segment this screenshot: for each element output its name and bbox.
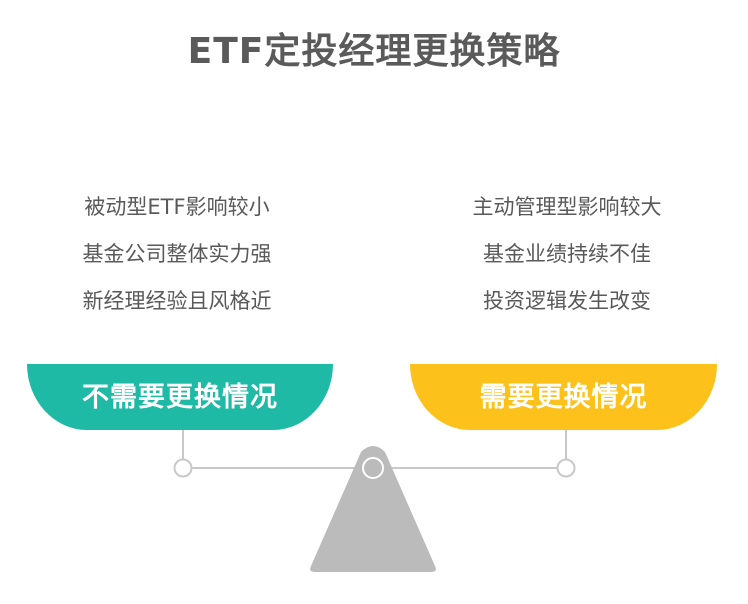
fulcrum-icon xyxy=(310,446,436,572)
left-criteria-list: 被动型ETF影响较小 基金公司整体实力强 新经理经验且风格近 xyxy=(12,190,342,331)
left-pan-label: 不需要更换情况 xyxy=(82,381,278,413)
left-criterion: 基金公司整体实力强 xyxy=(82,242,272,266)
left-ring-icon xyxy=(173,458,193,478)
right-criterion: 基金业绩持续不佳 xyxy=(483,242,651,266)
right-criteria-list: 主动管理型影响较大 基金业绩持续不佳 投资逻辑发生改变 xyxy=(402,190,732,331)
right-ring-icon xyxy=(556,458,576,478)
right-criterion: 投资逻辑发生改变 xyxy=(483,289,651,313)
pivot-icon xyxy=(362,457,384,479)
left-criterion: 新经理经验且风格近 xyxy=(82,289,272,313)
left-pan-no-change: 不需要更换情况 xyxy=(27,364,333,430)
right-criterion: 主动管理型影响较大 xyxy=(472,195,662,219)
page-title: ETF定投经理更换策略 xyxy=(187,31,561,72)
left-criterion: 被动型ETF影响较小 xyxy=(84,195,270,219)
right-pan-change: 需要更换情况 xyxy=(410,364,717,430)
right-pan-label: 需要更换情况 xyxy=(479,381,648,413)
